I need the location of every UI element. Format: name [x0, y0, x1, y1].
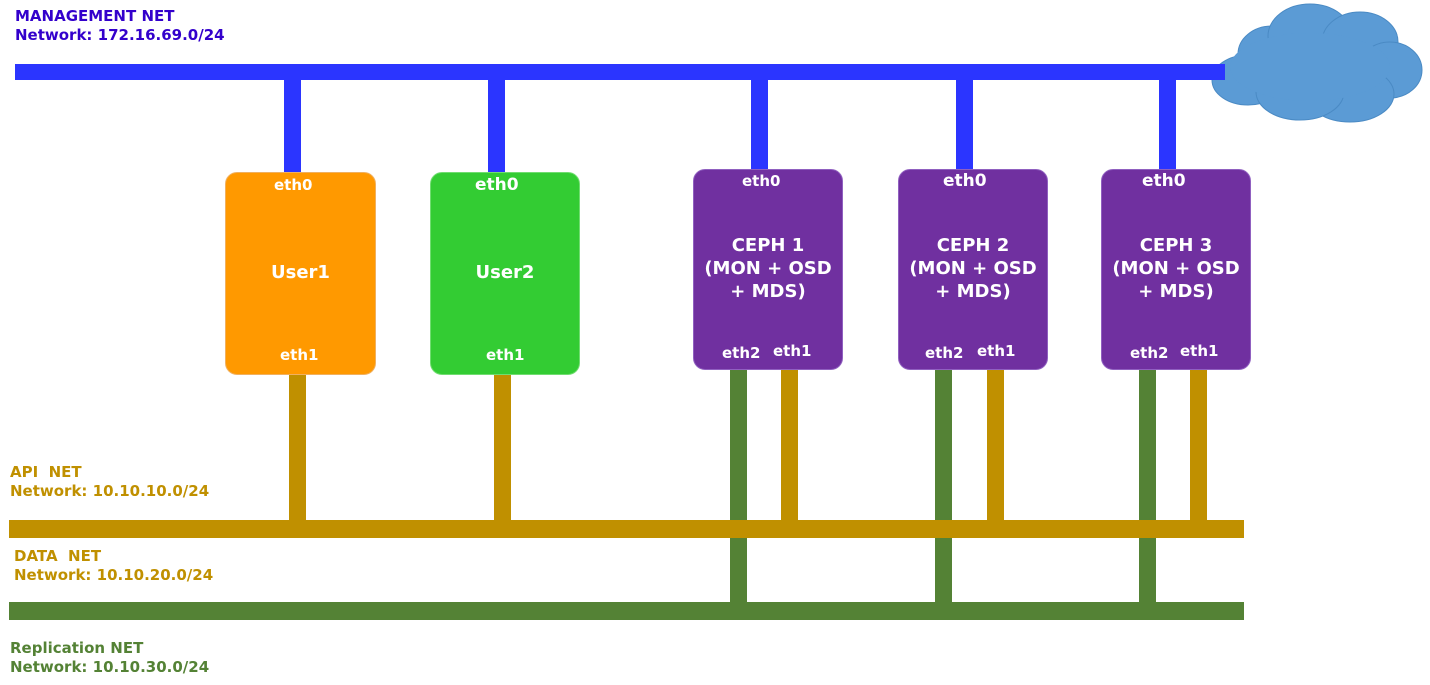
- ceph1-eth1-label: eth1: [773, 342, 812, 360]
- ceph2-title: CEPH 2 (MON + OSD + MDS): [899, 234, 1047, 303]
- replication-net-address: Network: 10.10.30.0/24: [10, 658, 210, 676]
- user2-title: User2: [475, 262, 535, 283]
- management-net-label: MANAGEMENT NET Network: 172.16.69.0/24: [15, 7, 225, 45]
- ceph2-title-line1: CEPH 2: [936, 235, 1010, 256]
- ceph1-management-link: [751, 80, 768, 172]
- ceph1-api-link: [781, 366, 798, 523]
- user1-api-link: [289, 371, 306, 523]
- user1-management-link: [284, 80, 301, 175]
- data-net-label: DATA NET Network: 10.10.20.0/24: [14, 547, 213, 585]
- user2-api-link: [494, 371, 511, 523]
- ceph3-eth0-label: eth0: [1142, 171, 1186, 191]
- ceph2-title-line2: (MON + OSD: [909, 258, 1037, 279]
- user1-eth0-label: eth0: [274, 176, 313, 194]
- api-net-address: Network: 10.10.10.0/24: [10, 482, 210, 500]
- ceph1-title-line2: (MON + OSD: [704, 258, 832, 279]
- user2-management-link: [488, 80, 505, 175]
- ceph2-replication-link: [935, 366, 952, 604]
- ceph2-node: eth0 CEPH 2 (MON + OSD + MDS) eth2 eth1: [898, 169, 1048, 370]
- management-net-name: MANAGEMENT NET: [15, 7, 175, 25]
- ceph1-title-line3: + MDS): [730, 281, 806, 302]
- user2-node: eth0 User2 eth1: [430, 172, 580, 375]
- data-net-name: DATA NET: [14, 547, 102, 565]
- api-net-name: API NET: [10, 463, 82, 481]
- ceph2-eth1-label: eth1: [977, 342, 1016, 360]
- ceph1-eth2-label: eth2: [722, 344, 761, 362]
- ceph1-node: eth0 CEPH 1 (MON + OSD + MDS) eth2 eth1: [693, 169, 843, 370]
- replication-net-label: Replication NET Network: 10.10.30.0/24: [10, 639, 209, 677]
- ceph2-eth2-label: eth2: [925, 344, 964, 362]
- ceph2-title-line3: + MDS): [935, 281, 1011, 302]
- ceph3-title-line3: + MDS): [1138, 281, 1214, 302]
- ceph1-title-line1: CEPH 1: [731, 235, 805, 256]
- ceph1-replication-link: [730, 366, 747, 604]
- user1-title: User1: [271, 262, 330, 283]
- ceph3-eth1-label: eth1: [1180, 342, 1219, 360]
- cloud-icon: [1211, 3, 1423, 123]
- user2-eth1-label: eth1: [486, 346, 525, 364]
- ceph2-eth0-label: eth0: [943, 171, 987, 191]
- user1-eth1-label: eth1: [280, 346, 319, 364]
- ceph3-api-link: [1190, 366, 1207, 523]
- management-net-bus: [15, 64, 1225, 80]
- api-net-label: API NET Network: 10.10.10.0/24: [10, 463, 209, 501]
- ceph3-eth2-label: eth2: [1130, 344, 1169, 362]
- replication-net-name: Replication NET: [10, 639, 144, 657]
- user2-eth0-label: eth0: [475, 175, 519, 195]
- replication-net-bus: [9, 602, 1244, 620]
- ceph3-title: CEPH 3 (MON + OSD + MDS): [1102, 234, 1250, 303]
- ceph2-management-link: [956, 80, 973, 172]
- ceph2-api-link: [987, 366, 1004, 523]
- ceph3-management-link: [1159, 80, 1176, 172]
- ceph3-title-line1: CEPH 3: [1139, 235, 1213, 256]
- api-net-bus: [9, 520, 1244, 538]
- management-net-address: Network: 172.16.69.0/24: [15, 26, 225, 44]
- data-net-address: Network: 10.10.20.0/24: [14, 566, 214, 584]
- ceph3-title-line2: (MON + OSD: [1112, 258, 1240, 279]
- ceph3-node: eth0 CEPH 3 (MON + OSD + MDS) eth2 eth1: [1101, 169, 1251, 370]
- user1-node: eth0 User1 eth1: [225, 172, 376, 375]
- ceph1-title: CEPH 1 (MON + OSD + MDS): [694, 234, 842, 303]
- ceph1-eth0-label: eth0: [742, 172, 781, 190]
- ceph3-replication-link: [1139, 366, 1156, 604]
